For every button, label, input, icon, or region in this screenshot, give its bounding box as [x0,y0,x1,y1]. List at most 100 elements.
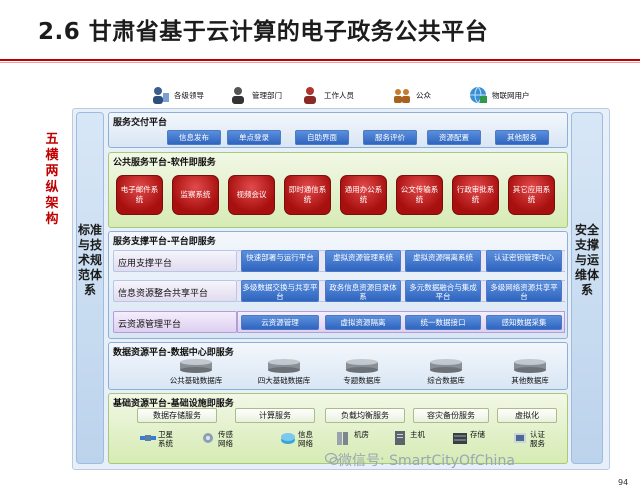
database-icon [268,359,300,373]
infra-service[interactable]: 计算服务 [235,408,315,423]
database-icon [430,359,462,373]
auth-service-icon [514,433,526,443]
page-number: 94 [618,478,629,487]
saas-app[interactable]: 视频会议 [228,175,275,215]
satellite-icon [140,435,156,441]
hardware-item: 传感网络 [200,430,240,448]
support-row-band [237,280,565,302]
support-chip[interactable]: 政务信息资源目录体系 [325,280,401,302]
saas-app[interactable]: 其它应用系统 [508,175,555,215]
support-row-band [237,250,565,272]
delivery-chip[interactable]: 自助界面 [295,130,349,145]
hardware-item: 主机 [392,430,425,446]
support-chip[interactable]: 多级网络资源共享平台 [486,280,562,302]
delivery-chip[interactable]: 资源配置 [427,130,481,145]
support-chip[interactable]: 多级数据交换与共享平台 [241,280,319,302]
support-chip[interactable]: 虚拟资源管理系统 [325,250,401,272]
user-label: 各级领导 [174,90,204,100]
support-chip[interactable]: 感知数据采集 [486,315,562,330]
saas-app[interactable]: 监察系统 [172,175,219,215]
database-icon [180,359,212,373]
hardware-item: 信息网络 [280,430,320,448]
user-leaders: 各级领导 [150,84,204,106]
hardware-item: 认证服务 [512,430,552,448]
public-service-panel: 公共服务平台-软件即服务 电子邮件系统 监察系统 视频会议 即时通信系统 通用办… [108,152,568,228]
architecture-label: 五横两纵架构 [45,132,59,227]
hardware-item: 卫星系统 [140,430,180,448]
manager-icon [232,87,244,104]
support-row-label-box: 云资源管理平台 [113,311,237,333]
support-row-label: 应用支撑平台 [118,259,173,269]
saas-app[interactable]: 电子邮件系统 [116,175,163,215]
delivery-chip[interactable]: 其他服务 [495,130,549,145]
public-icon [394,89,410,103]
support-row-label: 云资源管理平台 [118,320,182,330]
hardware-item: 存储 [452,430,485,446]
user-iot: 物联网用户 [468,84,530,106]
hardware-item: 机房 [336,430,369,446]
saas-app[interactable]: 行政审批系统 [452,175,499,215]
hardware-label: 机房 [354,430,369,439]
data-resource-title: 数据资源平台-数据中心即服务 [113,348,234,358]
standards-column: 标准与技术规范体系 [76,112,104,464]
leader-icon [153,87,169,104]
public-service-title: 公共服务平台-软件即服务 [113,158,216,168]
saas-app[interactable]: 公文传输系统 [396,175,443,215]
title-divider-shadow [0,62,640,63]
support-row-band [237,311,565,333]
storage-icon [453,433,467,444]
support-row-label-box: 信息资源整合共享平台 [113,280,237,302]
database-label: 公共基础数据库 [169,376,223,385]
infra-service[interactable]: 负载均衡服务 [325,408,405,423]
support-row-label: 信息资源整合共享平台 [118,289,209,299]
user-label: 物联网用户 [492,90,530,100]
database-label: 综合数据库 [427,376,465,385]
hardware-label: 主机 [410,430,425,439]
database-label: 其他数据库 [511,376,549,385]
hardware-label: 认证服务 [530,430,545,448]
hardware-label: 信息网络 [298,430,313,448]
service-delivery-title: 服务交付平台 [113,118,168,128]
user-label: 公众 [416,90,431,100]
support-chip[interactable]: 虚拟资源隔离系统 [405,250,481,272]
support-chip[interactable]: 多元数据融合与集成平台 [405,280,481,302]
title-divider [0,59,640,61]
infrastructure-panel: 基础资源平台-基础设施即服务 数据存储服务 计算服务 负载均衡服务 容灾备份服务… [108,393,568,464]
service-support-title: 服务支撑平台-平台即服务 [113,237,216,247]
slide-title: 2.6 甘肃省基于云计算的电子政务公共平台 [38,19,489,45]
support-row-label-box: 应用支撑平台 [113,250,237,272]
watermark-text: 微信号: SmartCityOfChina [338,453,515,469]
delivery-chip[interactable]: 信息发布 [167,130,221,145]
saas-app[interactable]: 即时通信系统 [284,175,331,215]
host-icon [395,431,405,445]
user-public: 公众 [392,84,431,106]
user-label: 工作人员 [324,90,354,100]
support-chip[interactable]: 虚拟资源隔离 [325,315,401,330]
staff-icon [304,87,316,104]
iot-user-icon [470,86,487,104]
server-room-icon [337,432,348,445]
network-icon [281,433,295,444]
wechat-icon [325,452,339,465]
data-resource-panel: 数据资源平台-数据中心即服务 公共基础数据库 四大基础数据库 专题数据库 综合数… [108,342,568,390]
hardware-label: 传感网络 [218,430,233,448]
infra-service[interactable]: 容灾备份服务 [413,408,489,423]
support-chip[interactable]: 认证密钥管理中心 [486,250,562,272]
delivery-chip[interactable]: 服务评价 [363,130,417,145]
standards-column-label: 标准与技术规范体系 [77,223,102,297]
infra-service[interactable]: 虚拟化 [497,408,557,423]
service-delivery-panel: 服务交付平台 信息发布 单点登录 自助界面 服务评价 资源配置 其他服务 [108,112,568,148]
security-column: 安全支撑与运维体系 [571,112,603,464]
user-staff: 工作人员 [300,84,354,106]
hardware-label: 存储 [470,430,485,439]
user-managers: 管理部门 [228,84,282,106]
infra-service[interactable]: 数据存储服务 [137,408,217,423]
sensor-icon [203,433,213,443]
saas-app[interactable]: 通用办公系统 [340,175,387,215]
delivery-chip[interactable]: 单点登录 [227,130,281,145]
support-chip[interactable]: 快速部署与运行平台 [241,250,319,272]
support-chip[interactable]: 统一数据接口 [405,315,481,330]
database-label: 专题数据库 [343,376,381,385]
support-chip[interactable]: 云资源管理 [241,315,319,330]
infrastructure-title: 基础资源平台-基础设施即服务 [113,399,234,409]
